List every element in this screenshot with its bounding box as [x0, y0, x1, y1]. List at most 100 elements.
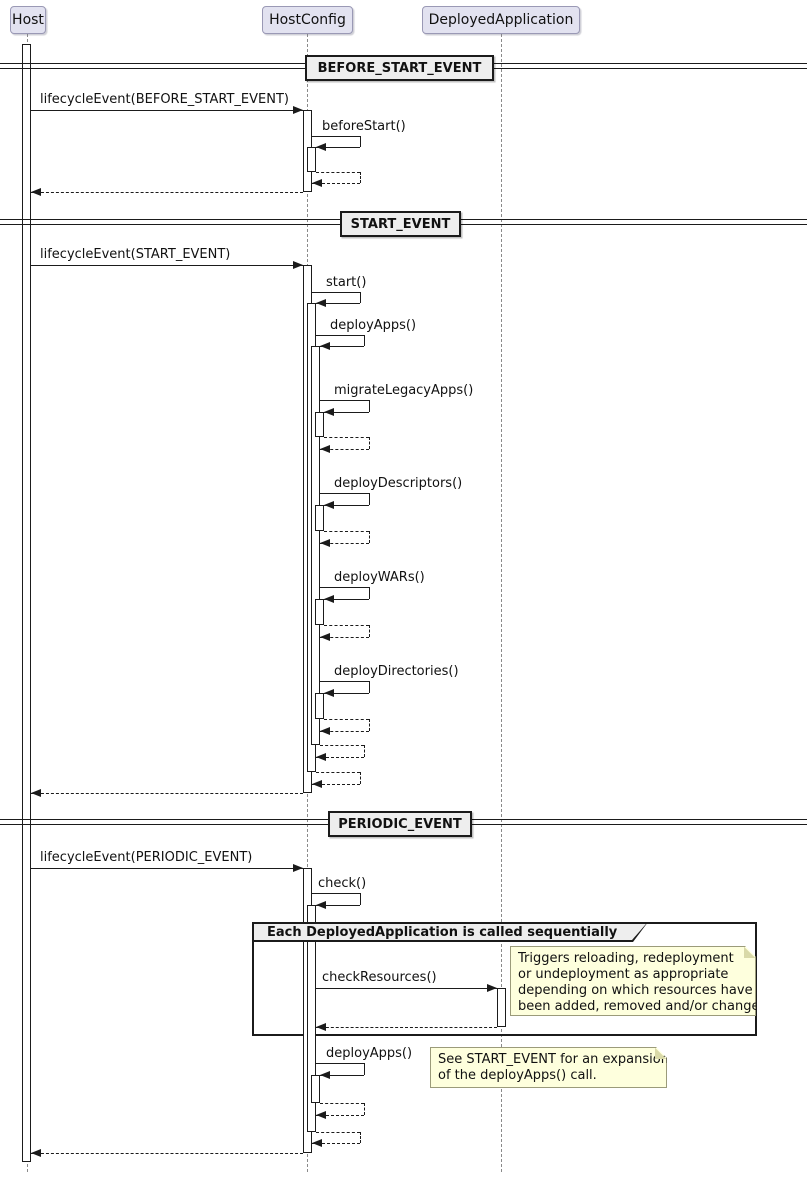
activation-bar-hostconfig	[315, 505, 324, 531]
message-arrowhead	[316, 143, 326, 151]
message-arrowhead	[293, 864, 303, 872]
message-deploydirectories-line-out	[320, 681, 369, 682]
message-check-line-down	[360, 893, 361, 905]
message-arrowhead	[316, 753, 326, 761]
note-text-line: or undeployment as appropriate	[518, 967, 729, 982]
participant-deployedapplication: DeployedApplication	[422, 6, 580, 34]
return-message-line-down	[360, 772, 361, 784]
activation-bar-hostconfig	[307, 147, 316, 172]
note-text-line: been added, removed and/or changed.	[518, 999, 772, 1014]
message-arrowhead	[316, 1111, 326, 1119]
return-message-line-in	[316, 757, 364, 758]
message-arrowhead	[324, 595, 334, 603]
message-arrowhead	[320, 342, 330, 350]
return-message-line	[31, 1153, 303, 1154]
return-message-line-out	[316, 772, 360, 773]
message-arrowhead	[487, 984, 497, 992]
message-check-line-out	[312, 893, 360, 894]
message-deployapps-line-out	[316, 335, 364, 336]
return-message-line-down	[369, 625, 370, 637]
message-arrowhead	[312, 179, 322, 187]
message-arrowhead	[320, 1071, 330, 1079]
message-arrowhead	[312, 1139, 322, 1147]
message-label: deployDirectories()	[334, 664, 459, 679]
message-label: lifecycleEvent(START_EVENT)	[40, 247, 231, 262]
message-start-line-out	[312, 292, 360, 293]
message-arrowhead	[320, 727, 330, 735]
divider-periodic-event: PERIODIC_EVENT	[328, 811, 472, 837]
return-message-line-in	[320, 543, 369, 544]
message-label: checkResources()	[322, 970, 437, 985]
message-arrowhead	[324, 501, 334, 509]
message-label: migrateLegacyApps()	[334, 383, 474, 398]
message-arrowhead	[324, 408, 334, 416]
message-arrowhead	[320, 445, 330, 453]
return-message-line-out	[320, 1103, 364, 1104]
message-arrowhead	[316, 299, 326, 307]
message-label: start()	[326, 275, 367, 290]
message-label: deployApps()	[330, 318, 417, 333]
activation-bar-host	[22, 44, 31, 1162]
message-start-line-down	[360, 292, 361, 303]
activation-bar-hostconfig	[315, 693, 324, 719]
message-label: deployDescriptors()	[334, 476, 463, 491]
return-message-line-out	[320, 745, 364, 746]
note-fold-corner-icon	[744, 947, 755, 958]
message-arrowhead	[320, 539, 330, 547]
participant-hostconfig: HostConfig	[262, 6, 353, 34]
return-message-line	[31, 793, 303, 794]
return-message-line-in	[312, 1143, 360, 1144]
message-label: lifecycleEvent(BEFORE_START_EVENT)	[40, 92, 289, 107]
activation-bar-hostconfig	[311, 346, 320, 745]
message-deploywars-line-down	[369, 587, 370, 599]
return-message-line-in	[312, 183, 360, 184]
message-lifecycleevent-before-start-event-line	[31, 110, 303, 111]
return-message-line-down	[369, 531, 370, 543]
return-message-line-down	[369, 437, 370, 449]
return-message-line-out	[324, 719, 369, 720]
group-header-tab: Each DeployedApplication is called seque…	[252, 922, 648, 942]
message-arrowhead	[31, 1149, 41, 1157]
message-arrowhead	[31, 789, 41, 797]
participant-host: Host	[10, 6, 46, 34]
message-checkresources-line	[316, 988, 497, 989]
message-deploywars-line-out	[320, 587, 369, 588]
return-message-line	[316, 1027, 497, 1028]
activation-bar-hostconfig	[311, 1075, 320, 1103]
message-deploydescriptors-line-down	[369, 493, 370, 505]
return-message-line-in	[320, 449, 369, 450]
return-message-line	[31, 192, 303, 193]
message-deploydescriptors-line-out	[320, 493, 369, 494]
message-beforestart-line-out	[312, 136, 360, 137]
message-arrowhead	[324, 689, 334, 697]
note-text-line: of the deployApps() call.	[438, 1068, 597, 1083]
message-label: beforeStart()	[322, 119, 406, 134]
return-message-line-out	[316, 1132, 360, 1133]
note-text-line: See START_EVENT for an expansion	[438, 1052, 669, 1067]
message-beforestart-line-down	[360, 136, 361, 147]
group-title: Each DeployedApplication is called seque…	[254, 924, 646, 940]
message-arrowhead	[293, 261, 303, 269]
message-deployapps-line-down	[364, 1063, 365, 1075]
message-label: deployApps()	[326, 1046, 413, 1061]
activation-bar-hostconfig	[315, 599, 324, 625]
return-message-line-in	[316, 1115, 364, 1116]
divider-start-event: START_EVENT	[340, 211, 461, 237]
activation-bar-hostconfig	[307, 905, 316, 1132]
return-message-line-in	[312, 784, 360, 785]
message-deploywars-line-in	[324, 599, 369, 600]
return-message-line-down	[364, 1103, 365, 1115]
return-message-line-down	[360, 172, 361, 183]
message-deployapps-line-in	[320, 346, 364, 347]
message-lifecycleevent-periodic-event-line	[31, 868, 303, 869]
message-deployapps-line-in	[320, 1075, 364, 1076]
message-check-line-in	[316, 905, 360, 906]
message-migratelegacyapps-line-down	[369, 400, 370, 412]
return-message-line-out	[324, 531, 369, 532]
message-migratelegacyapps-line-in	[324, 412, 369, 413]
message-arrowhead	[320, 633, 330, 641]
message-deploydirectories-line-in	[324, 693, 369, 694]
activation-bar-deployedapplication	[497, 988, 506, 1027]
